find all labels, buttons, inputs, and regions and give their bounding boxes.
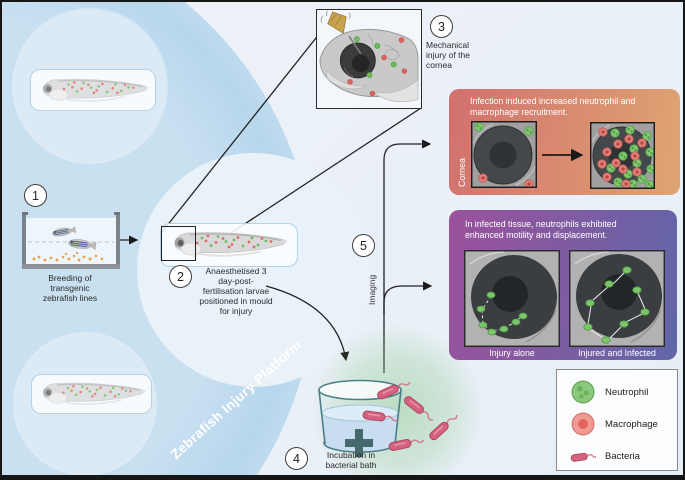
legend-label-macrophage: Macrophage (605, 418, 658, 430)
breeding-tank-illustration (22, 212, 120, 269)
step-5-number: 5 (360, 238, 367, 253)
legend-item-bacteria: Bacteria (557, 440, 677, 472)
step-4-badge: 4 (285, 447, 308, 470)
macrophage-icon (571, 412, 595, 436)
step-1-number: 1 (32, 188, 39, 203)
neutrophil-icon (571, 380, 595, 404)
step-5-label: Imaging (367, 274, 377, 305)
step-3-badge: 3 (430, 15, 453, 38)
cornea-injury-inset (316, 9, 422, 109)
legend: Neutrophil Macrophage Bacteria (556, 369, 678, 471)
bacteria-illustration (361, 377, 461, 452)
recruitment-caption: Infection induced increased neutrophil a… (470, 96, 636, 117)
step-2-badge: 2 (169, 265, 192, 288)
larva-card-top-left (30, 69, 156, 111)
motility-image-injured-infected (569, 250, 665, 347)
zebrafish-larva-illustration (34, 379, 149, 408)
adult-zebrafish (68, 239, 97, 251)
larva-head-injury-illustration (319, 10, 419, 103)
recruitment-panel: Infection induced increased neutrophil a… (449, 89, 680, 195)
needle-icon (320, 10, 362, 55)
step-2-number: 2 (177, 269, 184, 284)
image-label-injured-infected: Injured and Infected (578, 348, 656, 358)
cornea-image-after (590, 122, 655, 189)
step-3-label: Mechanical injury of the cornea (426, 40, 470, 71)
image-label-injury-alone: Injury alone (489, 348, 535, 358)
legend-item-neutrophil: Neutrophil (557, 376, 677, 408)
cornea-image-before (471, 121, 537, 188)
legend-item-macrophage: Macrophage (557, 408, 677, 440)
larva-card-bottom-left (31, 374, 152, 414)
recruitment-arrow (542, 149, 584, 161)
motility-caption: In infected tissue, neutrophils exhibite… (465, 219, 617, 240)
adult-zebrafish (52, 226, 77, 237)
step-4-label: Incubation in bacterial bath (325, 450, 377, 471)
motility-image-injury-alone (464, 250, 560, 347)
legend-label-bacteria: Bacteria (605, 450, 640, 462)
zoom-region-square (160, 225, 196, 261)
step-5-badge: 5 (352, 234, 375, 257)
bacteria-icon (570, 452, 596, 462)
cornea-axis-label: Cornea (457, 158, 467, 187)
motility-panel: In infected tissue, neutrophils exhibite… (449, 210, 677, 360)
step-1-label: Breeding of transgenic zebrafish lines (42, 273, 98, 304)
step-2-label: Anaesthetised 3 day-post- fertilisation … (199, 266, 273, 317)
step-3-number: 3 (438, 19, 445, 34)
step-1-badge: 1 (24, 184, 47, 207)
beaker-illustration (318, 379, 402, 457)
zebrafish-larva-illustration (33, 75, 153, 105)
legend-label-neutrophil: Neutrophil (605, 386, 649, 398)
step-4-number: 4 (293, 451, 300, 466)
plus-icon (345, 429, 373, 457)
